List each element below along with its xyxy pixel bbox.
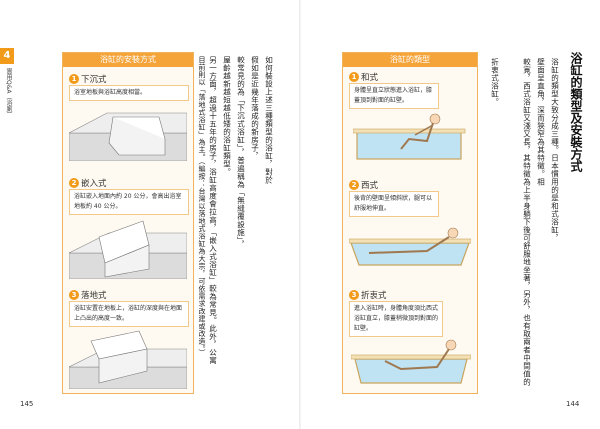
japanese-bathtub-illustration	[353, 113, 466, 160]
install-section-1-desc: 浴室地板與浴缸高度相當。	[69, 85, 189, 101]
type-section-1-desc: 身體呈直立狀態進入浴缸，膝蓋頂到對面的缸壁。	[349, 83, 439, 109]
install-section-2-heading: 2 嵌入式	[69, 177, 107, 189]
left-body-column-3: 另一方面，超過十五年的房子，浴缸高度會拉高，「嵌入式浴缸」較為常見。此外，公寓	[208, 56, 218, 365]
left-body-column-2: 較常見的為「下沉式浴缸」，普遍稱為「無縫覆設施」，	[236, 56, 246, 249]
installation-panel-title: 浴缸的安裝方式	[63, 53, 193, 67]
left-body-column-2b: 屋齡越新越短越低矮的浴缸類型。	[222, 56, 232, 176]
left-body-column-1: 如何裝設上述三種類型的浴缸，對於	[264, 56, 274, 184]
install-section-2-label: 嵌入式	[81, 179, 107, 189]
sunken-bathtub-illustration	[69, 112, 187, 161]
section-title: 浴缸的類型及安裝方式	[569, 52, 583, 172]
section-number-badge: 1	[349, 72, 359, 82]
install-section-1-label: 下沉式	[81, 75, 107, 85]
page-number-left: 145	[20, 400, 34, 408]
section-number-badge: 2	[69, 178, 79, 188]
left-body-column-1b: 假如是近幾年落成的新房子，	[250, 56, 260, 160]
installation-panel: 浴缸的安裝方式 1 下沉式 浴室地板與浴缸高度相當。 2 嵌入式 浴缸嵌入地面內…	[62, 52, 194, 394]
section-number-badge: 1	[69, 74, 79, 84]
right-body-column-1: 浴缸的類型大致分成三種。日本慣用的是和式浴缸，	[550, 58, 560, 242]
page-fold	[299, 0, 301, 429]
type-section-1-heading: 1 和式	[349, 71, 378, 83]
type-section-3-label: 折衷式	[361, 291, 387, 301]
western-bathtub-illustration	[349, 227, 471, 266]
page-number-right: 144	[566, 400, 580, 408]
type-section-2-label: 西式	[361, 181, 379, 191]
chapter-number-tab: 4	[0, 48, 14, 64]
type-section-3-desc: 進入浴缸時，身體角度須比西式浴缸直立，膝蓋稍微頂到對面的缸壁。	[349, 301, 443, 337]
install-section-3-heading: 3 落地式	[69, 289, 107, 301]
freestanding-bathtub-illustration	[69, 330, 187, 389]
semi-recessed-bathtub-illustration	[69, 220, 187, 279]
chapter-title: 實用Q&A（浴廁）	[5, 68, 12, 118]
right-body-column-1b: 壁面呈直角，深而狹窄為其特徵。相	[536, 58, 546, 186]
section-number-badge: 2	[349, 180, 359, 190]
section-number-badge: 3	[69, 290, 79, 300]
section-number-badge: 3	[349, 290, 359, 300]
install-section-2-desc: 浴缸嵌入地面內約 20 公分，會高出浴室地板約 40 公分。	[69, 189, 189, 215]
right-body-column-3: 折衷式浴缸。	[490, 58, 500, 106]
right-body-column-2: 較寬，西式浴缸又淺又長，其特徵為上半身躺下後可舒服地坐著，另外，也有取兩者中間值…	[522, 58, 532, 386]
type-section-2-heading: 2 西式	[349, 179, 378, 191]
bathtub-types-panel: 浴缸的類型 1 和式 身體呈直立狀態進入浴缸，膝蓋頂到對面的缸壁。 2 西式 後…	[342, 52, 478, 394]
install-section-3-desc: 浴缸安置在地板上，浴缸的深度與在地面上凸出的高度一致。	[69, 301, 189, 327]
left-body-column-4-visible: 目前則以「落地式浴缸」為主。（編按：台灣以落地式浴缸為大宗，可依需求改建或改造。…	[198, 56, 206, 357]
type-section-3-heading: 3 折衷式	[349, 289, 387, 301]
type-section-1-label: 和式	[361, 73, 379, 83]
type-section-2-desc: 後背的壁面呈傾斜狀，腿可以舒服地伸直。	[349, 191, 439, 217]
install-section-1-heading: 1 下沉式	[69, 73, 107, 85]
compromise-bathtub-illustration	[351, 339, 471, 384]
install-section-3-label: 落地式	[81, 291, 107, 301]
bathtub-types-panel-title: 浴缸的類型	[343, 53, 477, 67]
